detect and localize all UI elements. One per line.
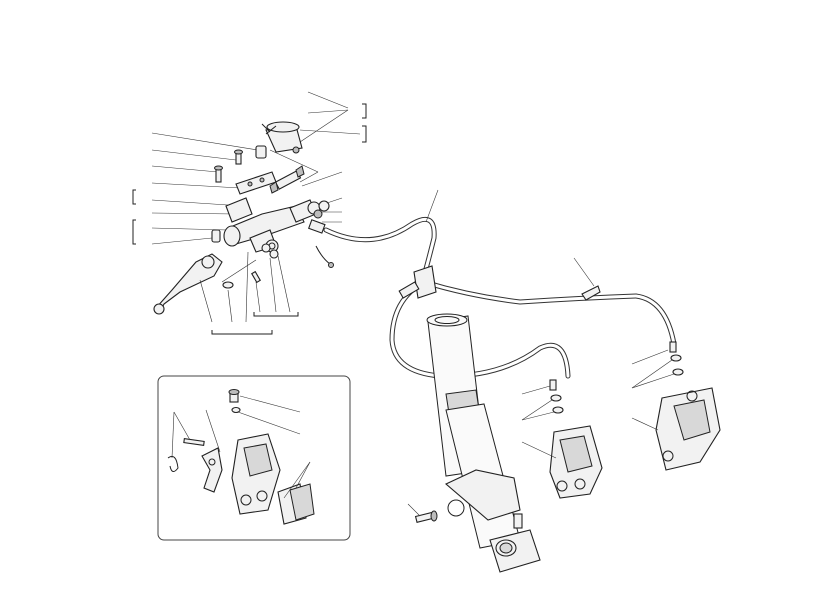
bolt-top [234, 149, 243, 165]
master-cylinder-assembly [132, 91, 367, 335]
screw-left [214, 165, 223, 183]
front-left-caliper [521, 379, 603, 499]
banjo-fittings [289, 199, 334, 268]
inset-caliper [231, 433, 281, 515]
brake-pads [277, 461, 315, 525]
brake-lever [153, 253, 223, 315]
brake-hoses [323, 189, 677, 379]
caliper-bracket [201, 409, 223, 493]
leader-lines-top-right [269, 91, 367, 223]
bleed-valve [228, 389, 301, 435]
clamp-plate [235, 171, 277, 195]
pin-and-clip [167, 411, 205, 472]
pivot-parts [222, 243, 279, 289]
caliper-detail-inset [157, 375, 351, 541]
master-cylinder-body [211, 197, 305, 253]
leader-lines-left [132, 132, 259, 245]
leader-lines-bottom [199, 251, 299, 335]
hose-fitting-upper [269, 165, 305, 194]
front-fork [407, 313, 541, 573]
bushing [255, 145, 267, 159]
front-right-caliper [631, 341, 721, 471]
fluid-reservoir [261, 121, 303, 154]
